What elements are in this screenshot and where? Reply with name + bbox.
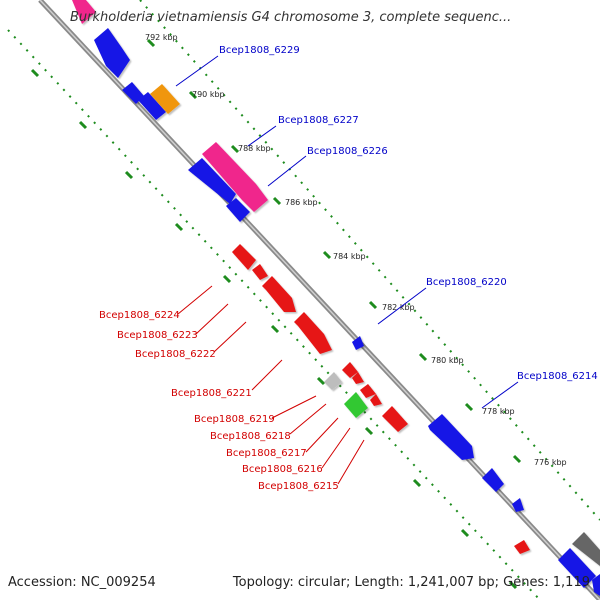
gene-feature-forward[interactable]	[226, 198, 250, 222]
gene-label[interactable]: Bcep1808_6229	[219, 45, 300, 56]
gene-feature-orange[interactable]	[150, 84, 180, 114]
gene-label[interactable]: Bcep1808_6222	[135, 349, 216, 360]
tick-label: 780 kbp	[431, 356, 464, 365]
gene-feature-forward[interactable]	[428, 414, 474, 460]
tick-label: 786 kbp	[285, 198, 318, 207]
tick-marks-inner	[30, 68, 518, 590]
reverse-genes	[232, 244, 530, 554]
gene-feature-reverse[interactable]	[232, 244, 256, 270]
gene-feature-forward[interactable]	[512, 498, 524, 512]
gene-feature-reverse[interactable]	[342, 362, 358, 378]
gene-label[interactable]: Bcep1808_6223	[117, 330, 198, 341]
forward-label-connectors	[175, 55, 519, 409]
gene-label[interactable]: Bcep1808_6219	[194, 414, 275, 425]
tick-label: 790 kbp	[192, 90, 225, 99]
gene-feature-forward[interactable]	[138, 92, 166, 120]
gene-label[interactable]: Bcep1808_6227	[278, 115, 359, 126]
gene-feature-forward[interactable]	[482, 468, 504, 492]
gene-label[interactable]: Bcep1808_6224	[99, 310, 180, 321]
gene-feature-pink[interactable]	[202, 142, 268, 212]
gene-feature-gray[interactable]	[324, 372, 342, 390]
gene-label[interactable]: Bcep1808_6221	[171, 388, 252, 399]
gene-label[interactable]: Bcep1808_6216	[242, 464, 323, 475]
gene-feature-reverse[interactable]	[252, 264, 268, 280]
gene-feature-reverse[interactable]	[370, 394, 382, 406]
gene-feature-forward[interactable]	[94, 28, 130, 78]
gene-feature-reverse[interactable]	[294, 312, 332, 354]
gene-feature-reverse[interactable]	[360, 384, 376, 398]
map-title: Burkholderia vietnamiensis G4 chromosome…	[70, 10, 512, 25]
gene-feature-forward[interactable]	[592, 574, 600, 596]
tick-label: 784 kbp	[333, 252, 366, 261]
tick-marks	[146, 38, 522, 464]
guide-line-outer	[139, 0, 600, 521]
gene-feature-green[interactable]	[344, 392, 368, 418]
reverse-label-connectors	[177, 285, 365, 485]
gene-label[interactable]: Bcep1808_6214	[517, 371, 598, 382]
gene-feature-reverse[interactable]	[262, 276, 296, 312]
tick-label: 792 kbp	[145, 33, 178, 42]
gene-label[interactable]: Bcep1808_6217	[226, 448, 307, 459]
gene-feature-forward[interactable]	[188, 158, 236, 204]
genome-summary: Topology: circular; Length: 1,241,007 bp…	[232, 575, 590, 590]
tick-label: 776 kbp	[534, 458, 567, 467]
gene-feature-reverse[interactable]	[352, 372, 364, 384]
gene-label[interactable]: Bcep1808_6220	[426, 277, 507, 288]
gene-label[interactable]: Bcep1808_6215	[258, 481, 339, 492]
gene-feature-gray[interactable]	[572, 532, 600, 566]
gene-label[interactable]: Bcep1808_6218	[210, 431, 291, 442]
gene-feature-forward[interactable]	[352, 336, 364, 350]
gene-feature-reverse[interactable]	[382, 406, 408, 432]
tick-label: 782 kbp	[382, 303, 415, 312]
gene-feature-forward[interactable]	[122, 82, 144, 104]
gene-feature-reverse[interactable]	[514, 540, 530, 554]
guide-line-inner	[7, 29, 541, 600]
tick-label: 788 kbp	[238, 144, 271, 153]
gene-feature-forward[interactable]	[72, 0, 96, 24]
tick-label: 778 kbp	[482, 407, 515, 416]
gene-label[interactable]: Bcep1808_6226	[307, 146, 388, 157]
forward-genes	[72, 0, 600, 596]
accession-text: Accession: NC_009254	[8, 575, 156, 590]
gene-feature-forward[interactable]	[558, 548, 596, 588]
